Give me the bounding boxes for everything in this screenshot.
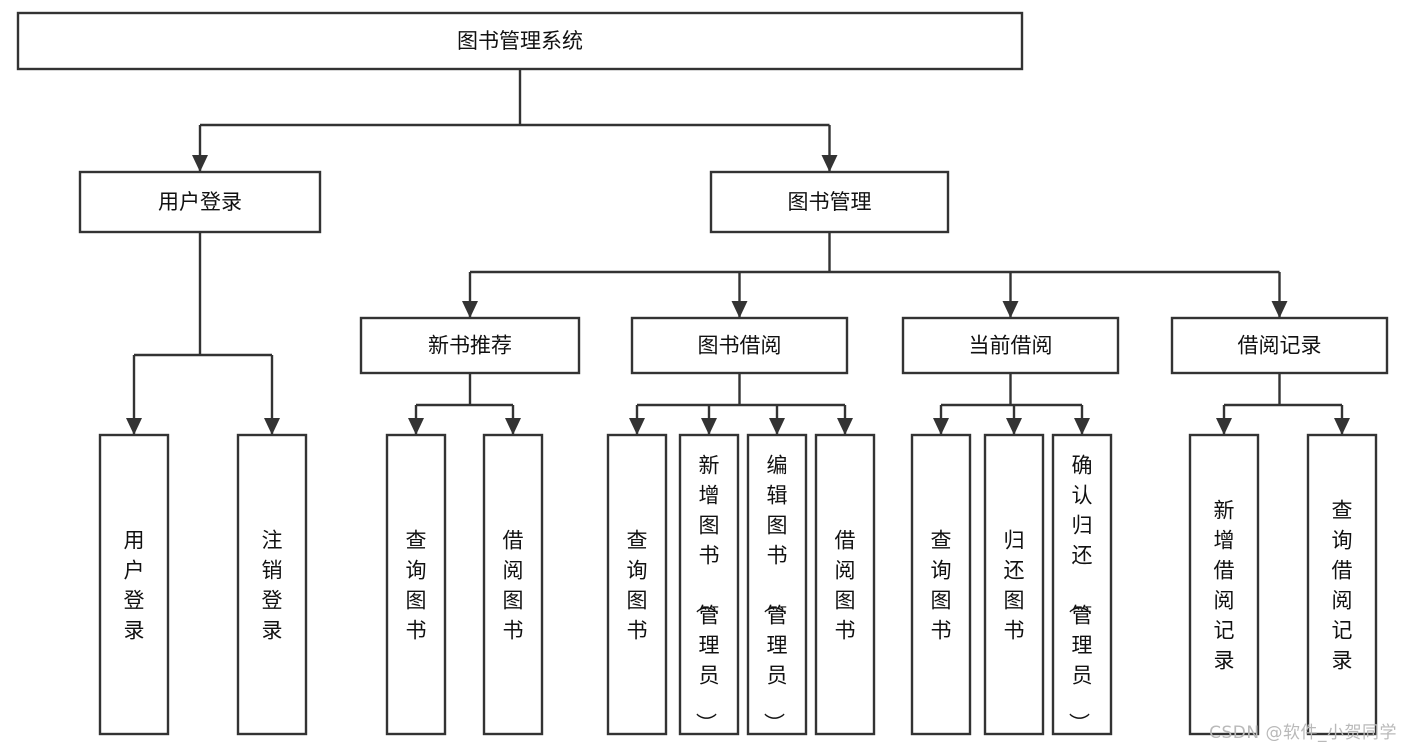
node-leaf-user-login[interactable]: 用户登录: [98, 433, 170, 736]
connectors-layer: [126, 69, 1350, 435]
node-box-leaf-add-record[interactable]: [1188, 433, 1260, 736]
bookborrow-branch-arrow-leaf-add-book: [701, 418, 717, 435]
borrowrecord-branch-arrow-leaf-query-record: [1334, 418, 1350, 435]
node-leaf-edit-book[interactable]: 编辑图书（管理员）: [746, 433, 808, 736]
root-branch-arrow-user-login: [192, 155, 208, 172]
node-box-leaf-query-record[interactable]: [1306, 433, 1378, 736]
node-leaf-borrow-book-1[interactable]: 借阅图书: [482, 433, 544, 736]
node-borrow-record[interactable]: 借阅记录: [1170, 316, 1389, 375]
node-box-leaf-query-book-1[interactable]: [385, 433, 447, 736]
bookborrow-branch-arrow-leaf-query-book-2: [629, 418, 645, 435]
node-label-book-manage: 图书管理: [788, 190, 872, 214]
node-box-leaf-return-book[interactable]: [983, 433, 1045, 736]
node-box-current-borrow[interactable]: [901, 316, 1120, 375]
node-root[interactable]: 图书管理系统: [16, 11, 1024, 71]
node-label-leaf-query-book-2: 查询图书: [627, 529, 648, 643]
node-label-borrow-record: 借阅记录: [1238, 334, 1322, 358]
currentborrow-branch-arrow-leaf-query-book-3: [933, 418, 949, 435]
node-box-book-manage[interactable]: [709, 170, 950, 234]
userlogin-branch-arrow-leaf-user-login: [126, 418, 142, 435]
node-label-leaf-user-login: 用户登录: [124, 529, 145, 643]
node-user-login[interactable]: 用户登录: [78, 170, 322, 234]
bookmanage-branch-arrow-book-borrow: [731, 301, 748, 318]
nodes-layer: 图书管理系统用户登录图书管理新书推荐图书借阅当前借阅借阅记录用户登录注销登录查询…: [16, 11, 1389, 736]
node-box-leaf-user-login[interactable]: [98, 433, 170, 736]
bookmanage-branch-arrow-current-borrow: [1002, 301, 1019, 318]
node-label-leaf-return-book: 归还图书: [1004, 529, 1025, 643]
node-label-current-borrow: 当前借阅: [969, 334, 1053, 358]
node-box-leaf-borrow-book-1[interactable]: [482, 433, 544, 736]
node-leaf-query-book-2[interactable]: 查询图书: [606, 433, 668, 736]
node-leaf-logout[interactable]: 注销登录: [236, 433, 308, 736]
node-label-leaf-add-book: 新增图书（管理员）: [694, 454, 720, 734]
node-box-leaf-query-book-3[interactable]: [910, 433, 972, 736]
node-leaf-add-record[interactable]: 新增借阅记录: [1188, 433, 1260, 736]
node-box-borrow-record[interactable]: [1170, 316, 1389, 375]
node-label-new-book-rec: 新书推荐: [428, 334, 512, 358]
node-label-book-borrow: 图书借阅: [698, 334, 782, 358]
node-label-leaf-confirm-return: 确认归还（管理员）: [1067, 454, 1093, 734]
node-box-leaf-confirm-return[interactable]: [1051, 433, 1113, 736]
node-label-root: 图书管理系统: [457, 29, 583, 53]
node-box-leaf-add-book[interactable]: [678, 433, 740, 736]
bookmanage-branch-arrow-new-book-rec: [462, 301, 478, 318]
node-box-leaf-edit-book[interactable]: [746, 433, 808, 736]
node-leaf-return-book[interactable]: 归还图书: [983, 433, 1045, 736]
node-box-new-book-rec[interactable]: [359, 316, 581, 375]
currentborrow-branch-arrow-leaf-confirm-return: [1074, 418, 1090, 435]
node-box-root[interactable]: [16, 11, 1024, 71]
node-leaf-query-record[interactable]: 查询借阅记录: [1306, 433, 1378, 736]
node-leaf-confirm-return[interactable]: 确认归还（管理员）: [1051, 433, 1113, 736]
newbook-branch-arrow-leaf-borrow-book-1: [505, 418, 521, 435]
node-label-leaf-borrow-book-1: 借阅图书: [503, 529, 524, 643]
bookborrow-branch-arrow-leaf-edit-book: [769, 418, 785, 435]
bookmanage-branch-arrow-borrow-record: [1271, 301, 1288, 318]
node-label-leaf-query-book-3: 查询图书: [931, 529, 952, 643]
node-label-leaf-edit-book: 编辑图书（管理员）: [762, 454, 788, 734]
node-leaf-query-book-1[interactable]: 查询图书: [385, 433, 447, 736]
node-box-leaf-borrow-book-2[interactable]: [814, 433, 876, 736]
newbook-branch-arrow-leaf-query-book-1: [408, 418, 424, 435]
node-label-leaf-logout: 注销登录: [262, 529, 283, 643]
node-leaf-query-book-3[interactable]: 查询图书: [910, 433, 972, 736]
node-label-leaf-borrow-book-2: 借阅图书: [835, 529, 856, 643]
node-book-borrow[interactable]: 图书借阅: [630, 316, 849, 375]
userlogin-branch-arrow-leaf-logout: [264, 418, 280, 435]
node-box-user-login[interactable]: [78, 170, 322, 234]
node-box-leaf-logout[interactable]: [236, 433, 308, 736]
node-label-leaf-add-record: 新增借阅记录: [1214, 499, 1235, 673]
currentborrow-branch-arrow-leaf-return-book: [1006, 418, 1022, 435]
node-current-borrow[interactable]: 当前借阅: [901, 316, 1120, 375]
node-box-book-borrow[interactable]: [630, 316, 849, 375]
node-leaf-borrow-book-2[interactable]: 借阅图书: [814, 433, 876, 736]
node-leaf-add-book[interactable]: 新增图书（管理员）: [678, 433, 740, 736]
node-label-user-login: 用户登录: [158, 190, 242, 214]
borrowrecord-branch-arrow-leaf-add-record: [1216, 418, 1232, 435]
node-box-leaf-query-book-2[interactable]: [606, 433, 668, 736]
node-label-leaf-query-record: 查询借阅记录: [1332, 499, 1353, 673]
root-branch-arrow-book-manage: [821, 155, 838, 172]
node-label-leaf-query-book-1: 查询图书: [406, 529, 427, 643]
node-book-manage[interactable]: 图书管理: [709, 170, 950, 234]
node-new-book-rec[interactable]: 新书推荐: [359, 316, 581, 375]
bookborrow-branch-arrow-leaf-borrow-book-2: [837, 418, 853, 435]
